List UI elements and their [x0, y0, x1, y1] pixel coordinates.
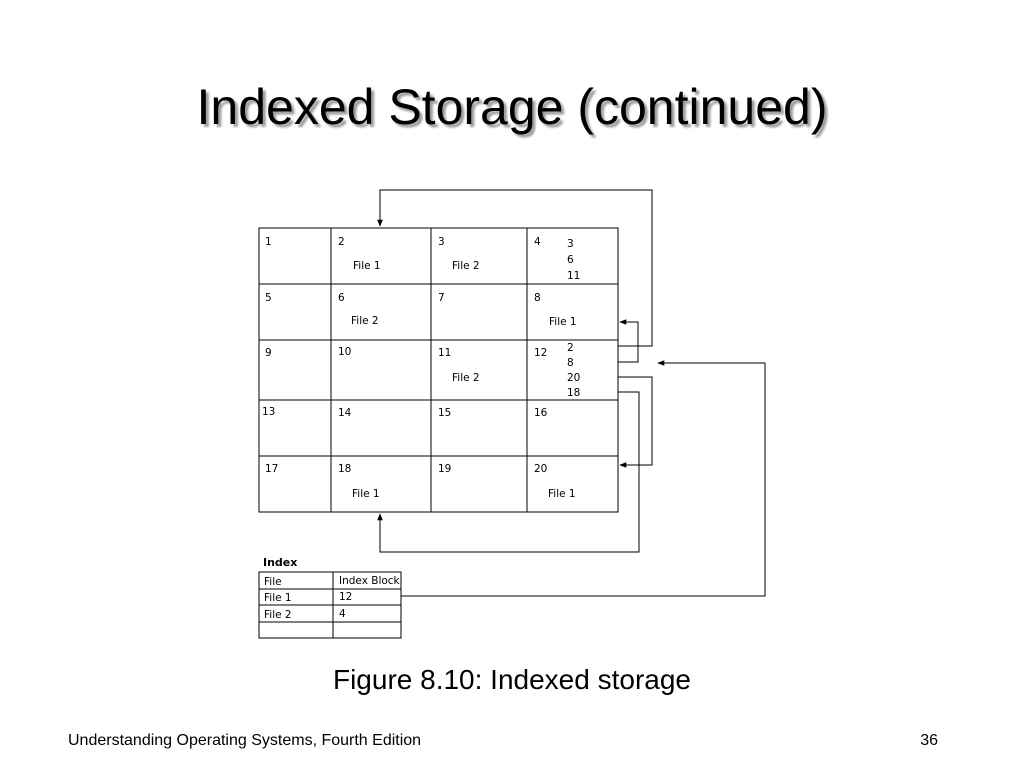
- index-cell: File 1: [264, 592, 292, 604]
- block-number: 16: [534, 407, 548, 419]
- block-number: 11: [438, 347, 451, 359]
- block-file-label: File 1: [352, 488, 380, 500]
- block-number: 13: [262, 406, 275, 418]
- block-number: 14: [338, 407, 352, 419]
- index-entry: 18: [567, 387, 580, 399]
- grid-cells: 1 2 File 1 3 File 2 4 3 6 11 5 6 File 2 …: [262, 236, 580, 500]
- index-entry: 20: [567, 372, 580, 384]
- figure-caption: Figure 8.10: Indexed storage: [332, 664, 691, 695]
- index-column-header: File: [264, 576, 282, 588]
- pointer-arrow-to-block-8: [618, 319, 639, 363]
- block-number: 10: [338, 346, 351, 358]
- page-number: 36: [920, 732, 938, 749]
- block-number: 20: [534, 463, 547, 475]
- block-file-label: File 1: [549, 316, 577, 328]
- block-file-label: File 2: [351, 315, 379, 327]
- slide-title: Indexed Storage (continued): [196, 79, 828, 135]
- grid-border: [258, 227, 619, 513]
- pointer-arrow-to-block-18: [377, 391, 640, 553]
- block-number: 6: [338, 292, 345, 304]
- pointer-arrow-to-block-20: [618, 376, 653, 468]
- block-number: 17: [265, 463, 278, 475]
- index-column-header: Index Block: [339, 575, 401, 587]
- block-number: 18: [338, 463, 351, 475]
- index-heading: Index: [263, 556, 297, 569]
- block-file-label: File 2: [452, 372, 480, 384]
- pointer-arrow-index-to-block-12: [401, 360, 766, 597]
- block-number: 4: [534, 236, 541, 248]
- index-table: Index File Index Block File 1 12 File 2 …: [258, 556, 402, 639]
- block-number: 5: [265, 292, 272, 304]
- index-cell: 12: [339, 591, 352, 603]
- block-number: 19: [438, 463, 451, 475]
- storage-grid: [258, 227, 619, 513]
- index-entry: 6: [567, 254, 574, 266]
- block-number: 1: [265, 236, 272, 248]
- block-number: 9: [265, 347, 272, 359]
- footer-book-title: Understanding Operating Systems, Fourth …: [68, 732, 422, 749]
- index-entry: 3: [567, 238, 574, 250]
- block-number: 2: [338, 236, 345, 248]
- block-number: 3: [438, 236, 445, 248]
- block-number: 15: [438, 407, 451, 419]
- block-file-label: File 1: [548, 488, 576, 500]
- pointer-arrow-to-block-2: [377, 189, 653, 347]
- pointer-arrows: [377, 189, 766, 597]
- index-entry: 8: [567, 357, 574, 369]
- index-cell: File 2: [264, 609, 292, 621]
- index-cell: 4: [339, 608, 346, 620]
- block-number: 7: [438, 292, 445, 304]
- block-number: 12: [534, 347, 547, 359]
- index-entry: 2: [567, 342, 574, 354]
- index-entry: 11: [567, 270, 580, 282]
- block-number: 8: [534, 292, 541, 304]
- block-file-label: File 1: [353, 260, 381, 272]
- block-file-label: File 2: [452, 260, 480, 272]
